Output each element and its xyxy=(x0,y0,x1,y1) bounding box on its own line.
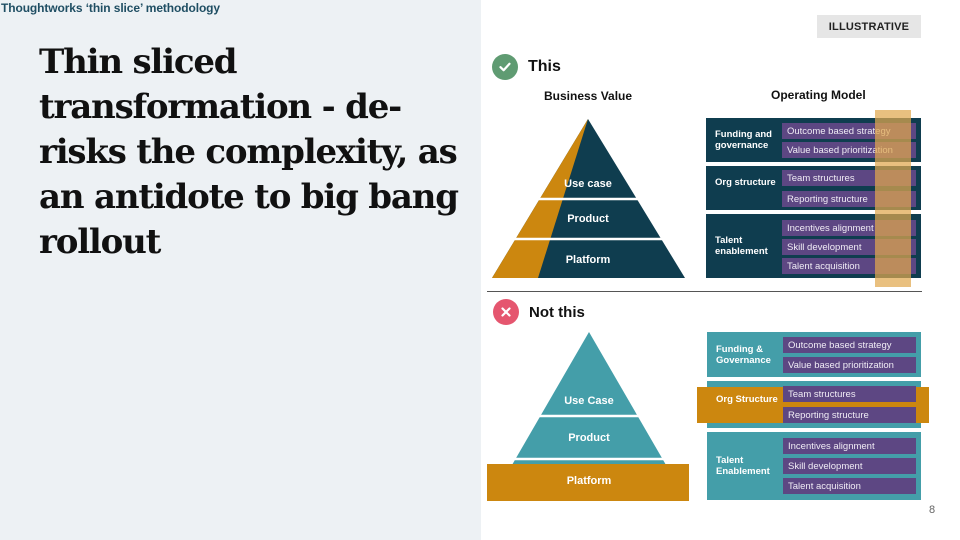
group-label: Funding and governance xyxy=(715,129,772,151)
chip-team-structures: Team structures xyxy=(783,386,916,402)
group-label: Talent Enablement xyxy=(716,455,770,477)
group-label: Talent enablement xyxy=(715,235,768,257)
chip-incentives: Incentives alignment xyxy=(783,438,916,454)
not-this-group-funding: Funding & Governance Outcome based strat… xyxy=(707,332,921,377)
not-this-title: Not this xyxy=(529,303,585,321)
slide-headline: Thin sliced transformation - de-risks th… xyxy=(39,42,459,262)
group-label: Org structure xyxy=(715,177,776,188)
left-panel: Thoughtworks ‘thin slice’ methodology Th… xyxy=(0,0,481,540)
operating-model-title: Operating Model xyxy=(771,88,866,102)
group-label: Org Structure xyxy=(716,394,778,405)
not-this-pyramid-use-case: Use Case xyxy=(564,395,614,407)
chip-talent-acquisition: Talent acquisition xyxy=(783,478,916,494)
business-value-title: Business Value xyxy=(544,89,633,103)
this-pyramid-use-case: Use case xyxy=(564,178,612,190)
not-this-pyramid-platform: Platform xyxy=(566,475,612,487)
not-this-pyramid-product: Product xyxy=(568,432,610,444)
this-pyramid-product: Product xyxy=(567,213,609,225)
x-circle-icon xyxy=(493,299,519,325)
this-pyramid-platform: Platform xyxy=(565,254,611,266)
chip-outcome-strategy: Outcome based strategy xyxy=(783,337,916,353)
chip-value-prioritization: Value based prioritization xyxy=(783,357,916,373)
not-this-group-talent: Talent Enablement Incentives alignment S… xyxy=(707,432,921,500)
this-heading: This xyxy=(492,54,561,80)
chip-skill-development: Skill development xyxy=(783,458,916,474)
this-title: This xyxy=(528,58,561,75)
not-this-group-org: Org Structure Team structures Reporting … xyxy=(707,381,921,428)
section-divider xyxy=(487,291,922,292)
chip-reporting-structure: Reporting structure xyxy=(783,407,916,423)
section-kicker: Thoughtworks ‘thin slice’ methodology xyxy=(1,1,220,15)
check-circle-icon xyxy=(492,54,518,80)
page-number: 8 xyxy=(929,504,936,516)
group-label: Funding & Governance xyxy=(716,344,771,366)
thin-slice-highlight xyxy=(875,110,911,287)
illustrative-tag: ILLUSTRATIVE xyxy=(817,15,921,38)
not-this-heading: Not this xyxy=(493,299,585,325)
